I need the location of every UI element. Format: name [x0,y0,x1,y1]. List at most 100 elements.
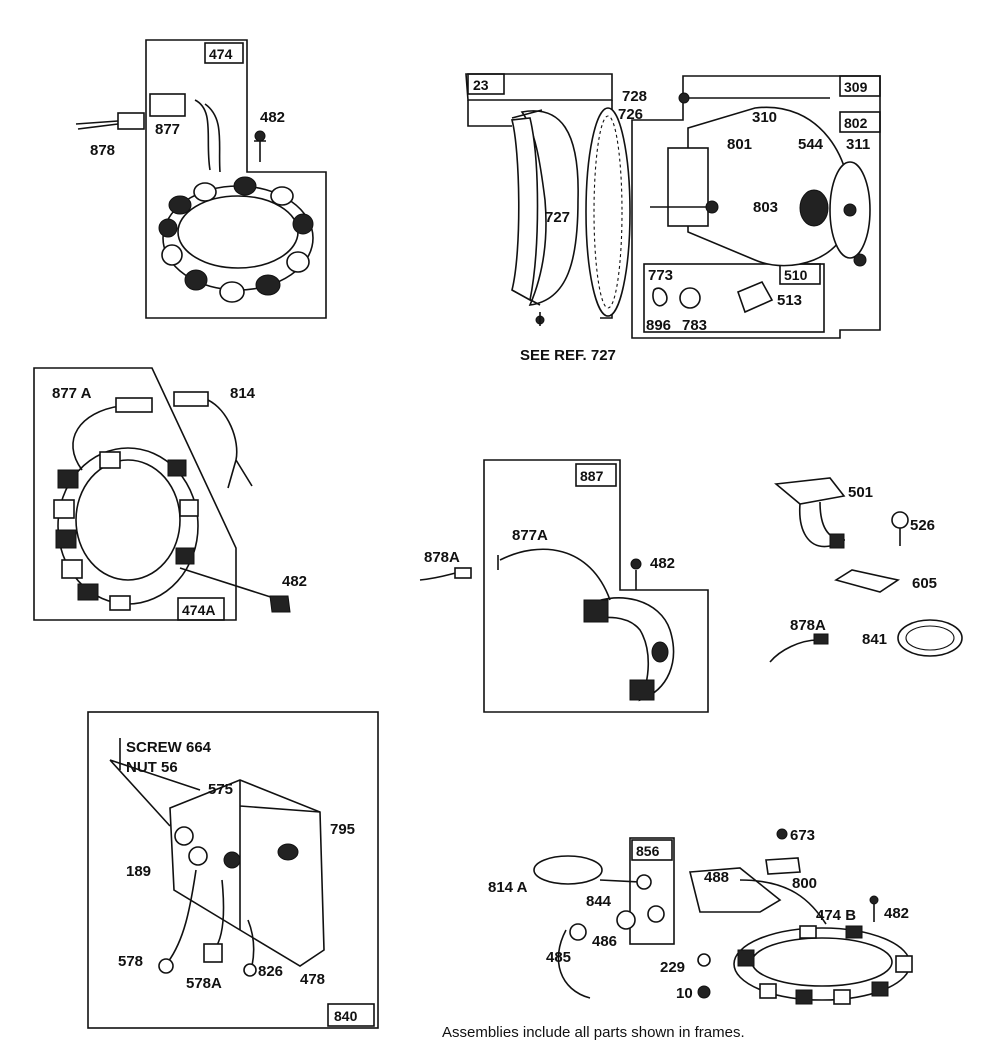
label-800: 800 [792,875,817,892]
part-773 [652,287,668,307]
label-844: 844 [586,893,612,910]
clip-605 [834,569,901,593]
assembly-887: 887 877A 878A 482 [419,459,709,713]
label-501: 501 [848,484,873,501]
label-478: 478 [300,971,325,988]
label-486: 486 [592,933,617,950]
label-485: 485 [546,949,571,966]
label-826: 826 [258,963,283,980]
label-310: 310 [752,109,777,126]
label-544: 544 [798,136,824,153]
stator-ring [158,176,314,303]
label-840: 840 [334,1008,358,1024]
label-474B: 474 B [816,907,856,924]
label-878: 878 [90,142,115,159]
stator-887 [583,597,675,702]
label-841: 841 [862,631,887,648]
clamp-841 [897,619,963,657]
label-510: 510 [784,267,808,283]
label-526: 526 [910,517,935,534]
starter-assembly: 23 309 802 510 [465,73,881,364]
loose-parts: 501 526 605 878A 841 [769,477,963,663]
label-482-887: 482 [650,555,675,572]
frame-309 [631,75,881,339]
frame-474A [33,367,237,621]
assembly-840: 840 SCREW 664 NUT 56 575 795 189 578 578… [87,711,379,1029]
wire-878A [769,639,819,663]
label-482: 482 [260,109,285,126]
lead-wire [194,99,211,171]
label-801: 801 [727,136,752,153]
brush-544 [799,189,829,227]
label-673: 673 [790,827,815,844]
label-nut-56: NUT 56 [126,759,178,776]
label-878A-loose: 878A [790,617,826,634]
label-877A-887: 877A [512,527,548,544]
label-575: 575 [208,781,233,798]
label-877A: 877 A [52,385,92,402]
label-856: 856 [636,843,660,859]
lead-877A [72,405,121,471]
bracket-801 [667,147,709,227]
label-488: 488 [704,869,729,886]
frame-887 [483,459,709,713]
frame-474 [145,39,327,319]
screw-482 [254,140,266,162]
label-screw-664: SCREW 664 [126,739,212,756]
assembly-474A: 474A 877 A 814 482 [33,367,307,621]
label-578: 578 [118,953,143,970]
label-877: 877 [155,121,180,138]
flywheel-guard-727 [520,110,579,306]
connector-877 [149,93,186,117]
label-783: 783 [682,317,707,334]
label-727: 727 [545,209,570,226]
label-814: 814 [230,385,256,402]
frame-840 [87,711,379,1029]
label-474: 474 [209,46,233,62]
screw-526 [891,511,909,529]
label-578A: 578A [186,975,222,992]
lead-877A-887 [499,548,611,601]
ring-gear-726 [585,107,631,317]
assembly-856: 856 673 814 A 488 800 844 486 485 474 B [488,827,913,1005]
label-896: 896 [646,317,671,334]
label-803: 803 [753,199,778,216]
label-23: 23 [473,77,489,93]
label-10: 10 [676,985,693,1002]
label-887: 887 [580,468,604,484]
label-605: 605 [912,575,937,592]
connector-814 [173,391,209,407]
bracket-488 [688,867,782,913]
connector-878 [117,112,145,130]
label-482-474B: 482 [884,905,909,922]
plate-800 [765,857,801,875]
screw-673 [776,828,788,840]
stator-474A [53,447,199,611]
label-878A-887: 878A [424,549,460,566]
frame-510 [643,263,825,333]
screw-482 [269,595,291,613]
gear-783 [679,287,701,309]
rectifier-501 [774,477,846,505]
label-229: 229 [660,959,685,976]
drive-513 [736,280,774,314]
harness-814A [533,855,603,885]
label-189: 189 [126,863,151,880]
label-309: 309 [844,79,868,95]
label-474A: 474A [182,602,215,618]
label-482-474A: 482 [282,573,307,590]
label-311: 311 [846,136,870,153]
label-728: 728 [622,88,647,105]
label-513: 513 [777,292,802,309]
label-773: 773 [648,267,673,284]
label-see-ref-727: SEE REF. 727 [520,347,616,364]
caption: Assemblies include all parts shown in fr… [442,1024,745,1041]
frame-856 [629,837,675,945]
label-726: 726 [618,106,643,123]
control-box [169,779,325,967]
label-795: 795 [330,821,355,838]
label-802: 802 [844,115,868,131]
starter-motor-803 [687,106,852,267]
label-814A: 814 A [488,879,528,896]
